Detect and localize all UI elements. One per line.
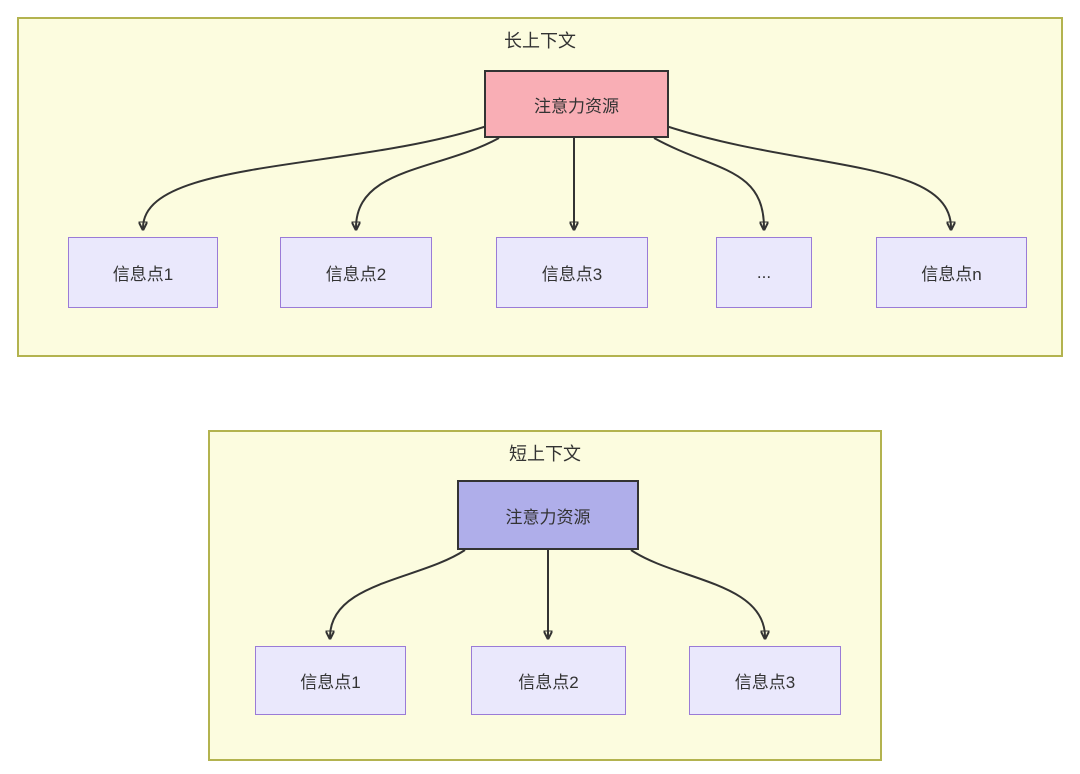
- arrow-to-info-2: [356, 137, 500, 228]
- info-node-ellipsis: ...: [716, 237, 812, 308]
- long-context-title: 长上下文: [504, 31, 576, 51]
- arrow-to-info-n: [665, 125, 951, 228]
- info-node-3: 信息点3: [496, 237, 648, 308]
- attention-resource-node-long: 注意力资源: [484, 70, 669, 138]
- info-node-1: 信息点1: [255, 646, 406, 715]
- long-context-panel: 长上下文 注意力资源 信息点1 信息点2 信息点3 ... 信息点n: [17, 17, 1063, 357]
- info-node-3: 信息点3: [689, 646, 841, 715]
- arrow-to-info-1: [330, 549, 466, 637]
- arrow-to-info-dots: [653, 137, 764, 228]
- arrow-to-info-1: [143, 125, 488, 228]
- arrow-to-info-3: [630, 549, 765, 637]
- info-node-1: 信息点1: [68, 237, 218, 308]
- short-context-panel: 短上下文 注意力资源 信息点1 信息点2 信息点3: [208, 430, 882, 761]
- attention-resource-node-short: 注意力资源: [457, 480, 639, 550]
- short-context-title: 短上下文: [509, 444, 581, 464]
- info-node-2: 信息点2: [280, 237, 432, 308]
- info-node-2: 信息点2: [471, 646, 626, 715]
- info-node-n: 信息点n: [876, 237, 1027, 308]
